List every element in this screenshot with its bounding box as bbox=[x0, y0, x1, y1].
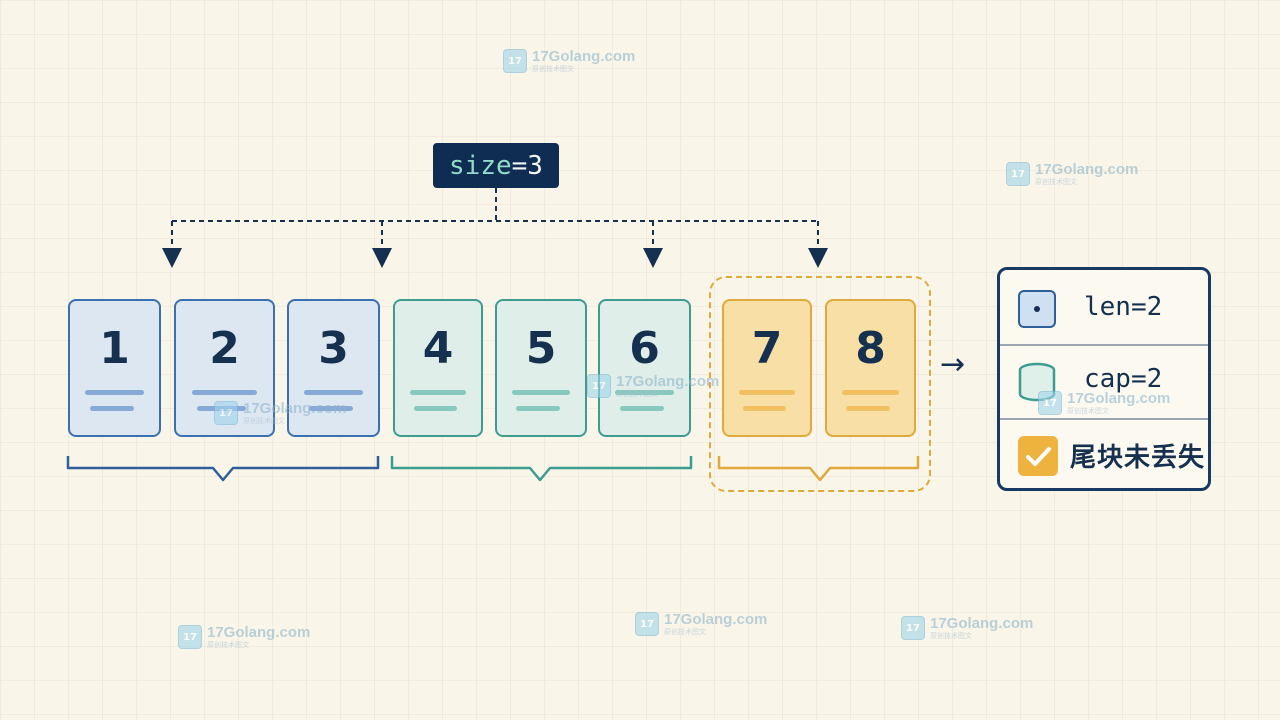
card-line bbox=[192, 390, 257, 395]
status-text: 尾块未丢失 bbox=[1070, 443, 1206, 473]
size-label: size=3 bbox=[433, 143, 559, 188]
card-line bbox=[841, 390, 900, 395]
watermark-logo-icon: 17 bbox=[587, 374, 611, 398]
watermark-logo-icon: 17 bbox=[503, 49, 527, 73]
element-number: 6 bbox=[629, 323, 660, 374]
cap-row: cap=2 bbox=[1000, 345, 1208, 419]
element-card-3: 3 bbox=[287, 299, 380, 437]
card-line bbox=[615, 390, 674, 395]
card-line bbox=[846, 406, 890, 411]
element-card-8: 8 bbox=[825, 299, 916, 437]
len-square-icon bbox=[1018, 290, 1056, 328]
watermark-logo-icon: 17 bbox=[214, 401, 238, 425]
watermark-logo-icon: 17 bbox=[901, 616, 925, 640]
card-line bbox=[516, 406, 561, 411]
result-panel: len=2 cap=2 尾块未丢失 bbox=[997, 267, 1211, 491]
watermark-logo-icon: 17 bbox=[635, 612, 659, 636]
card-line bbox=[304, 390, 363, 395]
watermark-logo-icon: 17 bbox=[1006, 162, 1030, 186]
element-number: 5 bbox=[525, 323, 557, 374]
tail-chunk-outline bbox=[709, 276, 931, 492]
watermark-logo-icon: 17 bbox=[178, 625, 202, 649]
element-number: 3 bbox=[318, 323, 349, 374]
len-text: len=2 bbox=[1084, 292, 1163, 322]
row-divider bbox=[1000, 344, 1208, 346]
card-line bbox=[413, 406, 457, 411]
card-line bbox=[738, 390, 796, 395]
checkmark-icon bbox=[1018, 436, 1058, 476]
cap-text: cap=2 bbox=[1084, 364, 1163, 394]
row-divider bbox=[1000, 418, 1208, 420]
element-card-4: 4 bbox=[393, 299, 483, 437]
card-line bbox=[85, 390, 144, 395]
card-line bbox=[619, 406, 665, 411]
card-line bbox=[308, 406, 354, 411]
len-row: len=2 bbox=[1000, 270, 1208, 344]
element-number: 4 bbox=[422, 323, 454, 374]
card-line bbox=[89, 406, 135, 411]
element-card-5: 5 bbox=[495, 299, 587, 437]
size-value: =3 bbox=[511, 150, 543, 181]
brace-chunk-2 bbox=[390, 456, 693, 482]
card-line bbox=[409, 390, 467, 395]
card-line bbox=[742, 406, 786, 411]
status-row: 尾块未丢失 bbox=[1000, 419, 1208, 493]
element-number: 2 bbox=[209, 323, 240, 374]
watermark-logo-icon: 17 bbox=[1038, 391, 1062, 415]
card-line bbox=[511, 390, 571, 395]
size-key: size bbox=[449, 150, 512, 181]
brace-chunk-3 bbox=[717, 456, 920, 482]
element-card-1: 1 bbox=[68, 299, 161, 437]
element-number: 1 bbox=[99, 323, 130, 374]
element-number: 8 bbox=[855, 323, 886, 374]
brace-chunk-1 bbox=[66, 456, 380, 482]
element-card-7: 7 bbox=[722, 299, 812, 437]
element-number: 7 bbox=[751, 323, 783, 374]
element-card-6: 6 bbox=[598, 299, 691, 437]
right-arrow-icon: → bbox=[940, 347, 966, 382]
